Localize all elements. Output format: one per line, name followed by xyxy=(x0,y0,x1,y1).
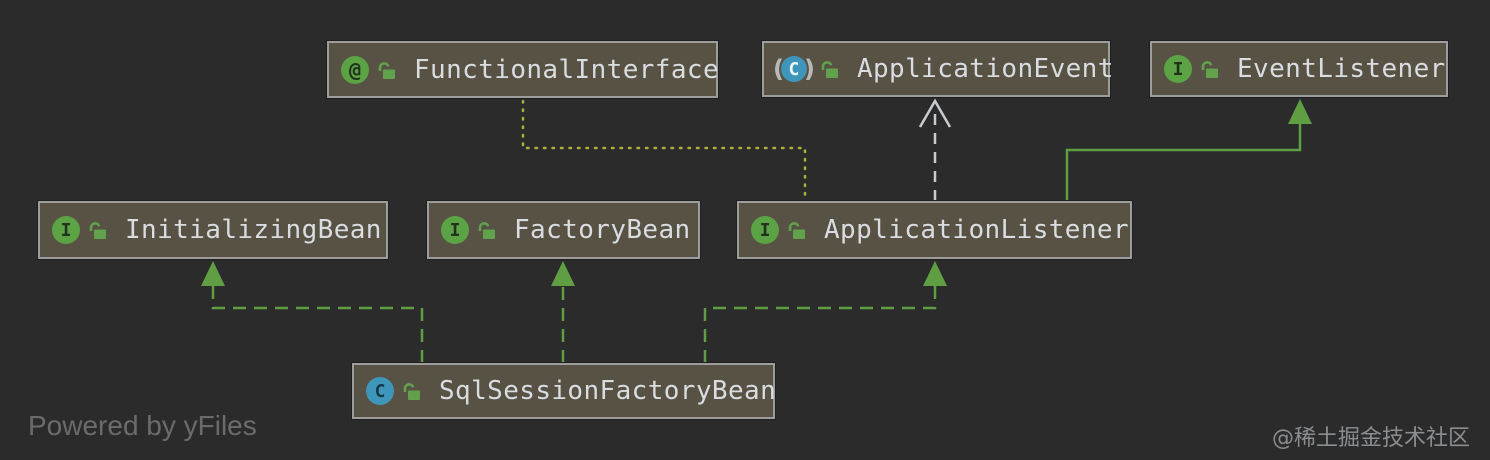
lock-open-icon xyxy=(820,59,840,79)
lock-open-icon xyxy=(88,220,108,240)
annotation-icon: @ xyxy=(341,55,369,84)
node-application-listener[interactable]: I ApplicationListener xyxy=(737,201,1132,259)
edge-annotation-functionalinterface[interactable] xyxy=(521,99,807,202)
interface-icon: I xyxy=(441,216,469,244)
class-icon: C xyxy=(366,377,394,405)
node-sql-session-factory-bean[interactable]: C SqlSessionFactoryBean xyxy=(352,363,777,419)
node-label: ApplicationEvent xyxy=(856,54,1114,84)
interface-icon: I xyxy=(751,216,779,244)
edge-implements-applicationlistener[interactable] xyxy=(703,261,947,363)
lock-open-icon xyxy=(402,381,422,401)
edge-dependency-applicationevent[interactable] xyxy=(918,98,952,201)
lock-open-icon xyxy=(1200,59,1220,79)
node-label: FactoryBean xyxy=(514,215,691,245)
edge-extends-eventlistener[interactable] xyxy=(1065,99,1312,201)
lock-open-icon xyxy=(787,220,807,240)
node-label: EventListener xyxy=(1237,54,1446,84)
abstract-class-icon: ( C ) xyxy=(773,55,815,83)
node-initializing-bean[interactable]: I InitializingBean xyxy=(38,201,388,259)
interface-icon: I xyxy=(52,216,80,244)
node-application-event[interactable]: ( C ) ApplicationEvent xyxy=(762,41,1113,97)
powered-by-yfiles-watermark: Powered by yFiles xyxy=(28,410,257,441)
node-label: FunctionalInterface xyxy=(414,54,720,85)
juejin-community-watermark: @稀土掘金技术社区 xyxy=(1271,426,1470,451)
node-label: ApplicationListener xyxy=(824,215,1130,245)
node-functional-interface[interactable]: @ FunctionalInterface xyxy=(327,41,720,98)
edge-implements-initializingbean[interactable] xyxy=(201,261,424,363)
node-event-listener[interactable]: I EventListener xyxy=(1150,41,1448,97)
node-factory-bean[interactable]: I FactoryBean xyxy=(427,201,700,259)
lock-open-icon xyxy=(477,220,497,240)
edge-implements-factorybean[interactable] xyxy=(551,261,575,363)
interface-icon: I xyxy=(1164,55,1192,83)
node-label: InitializingBean xyxy=(125,215,382,245)
node-label: SqlSessionFactoryBean xyxy=(439,376,777,406)
lock-open-icon xyxy=(377,60,397,80)
